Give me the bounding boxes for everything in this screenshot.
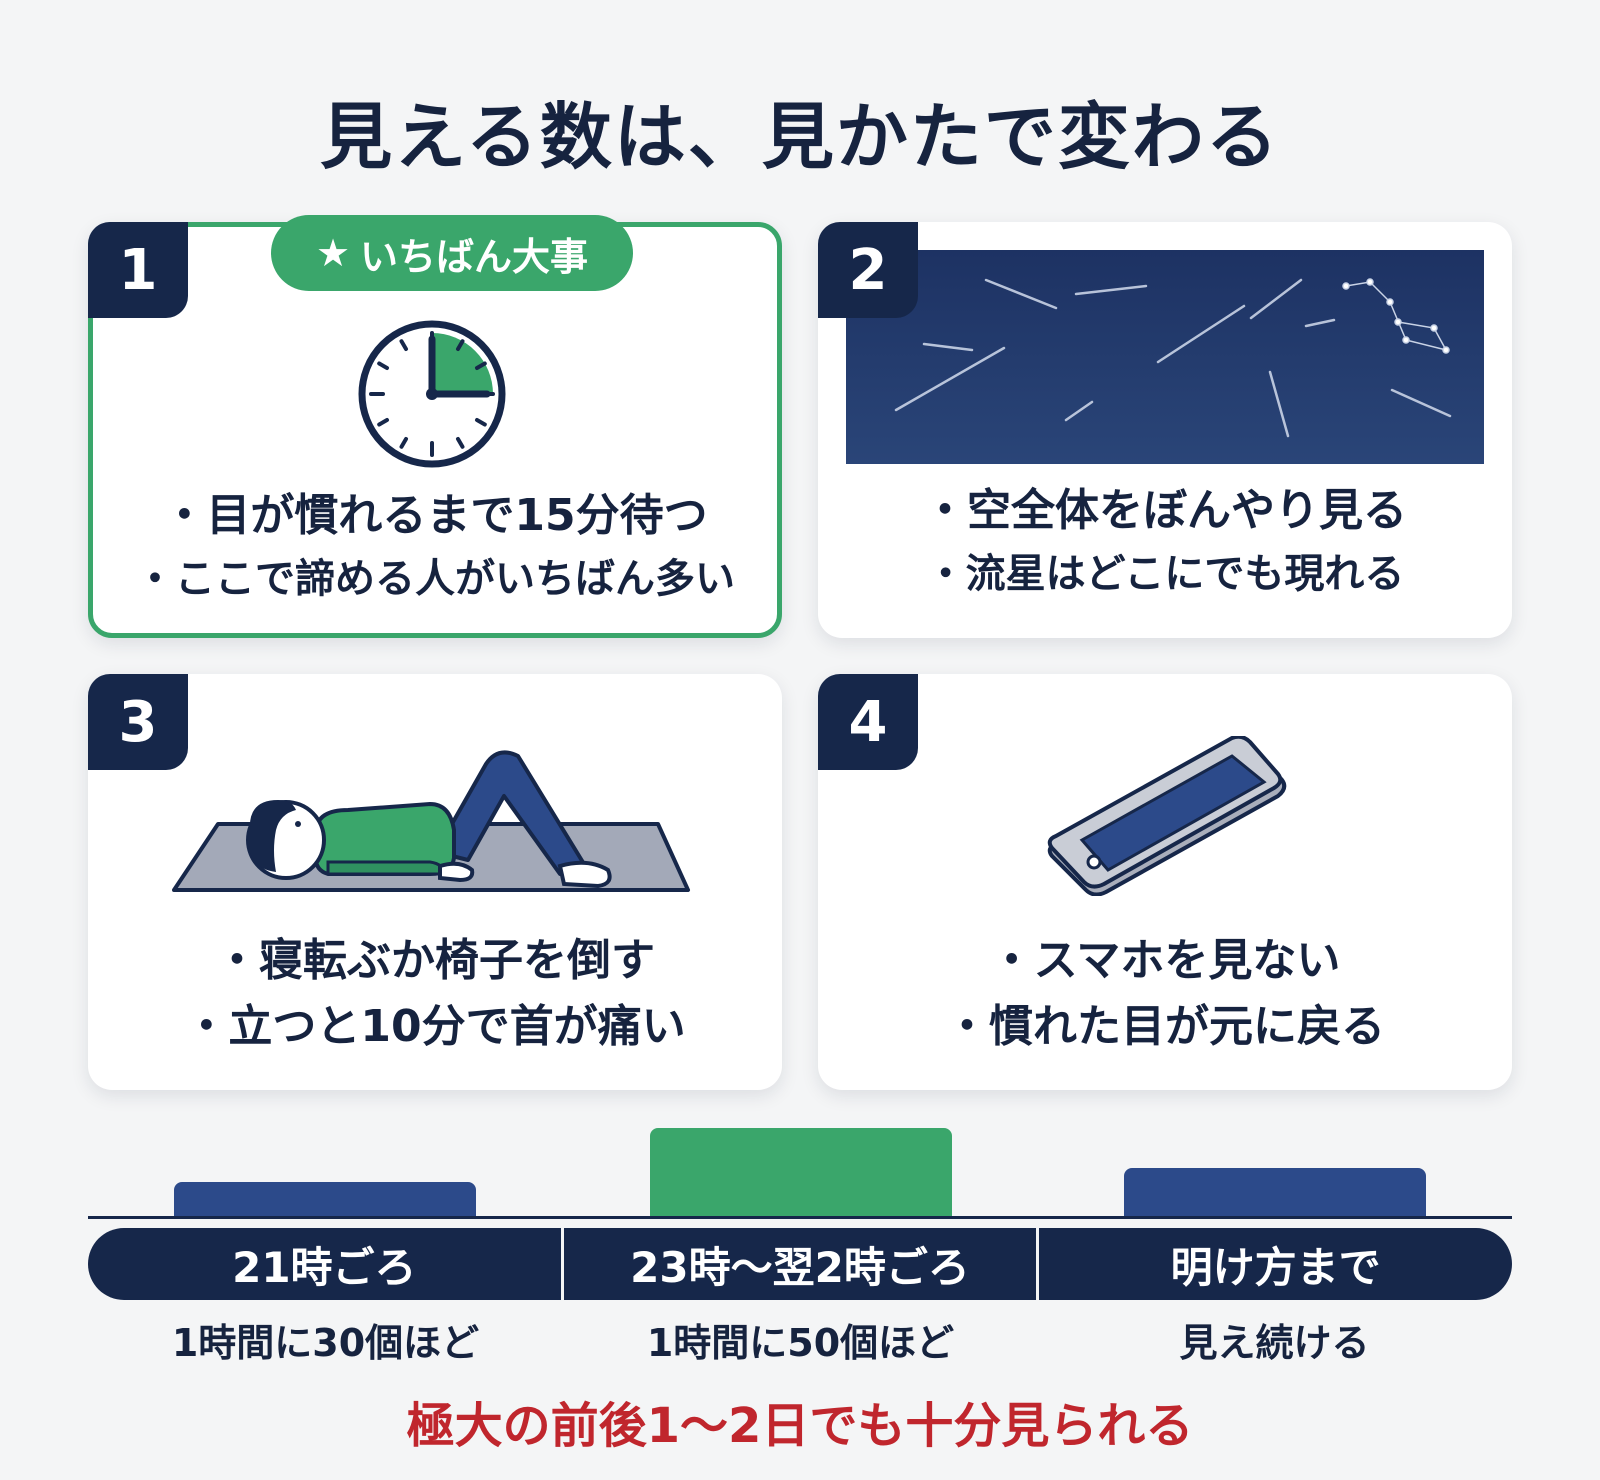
tip-bullets: スマホを見ない 慣れた目が元に戻る: [818, 928, 1512, 1060]
star-icon: ★: [315, 231, 351, 275]
priority-badge: ★ いちばん大事: [271, 215, 633, 291]
timeline-label: 21時ごろ: [232, 1242, 417, 1292]
person-lying-on-mat-image: [172, 750, 690, 892]
page-title: 見える数は、見かたで変わる: [320, 95, 1280, 179]
night-sky-meteors-image: [846, 250, 1484, 464]
tip-bullet: ここで諦める人がいちばん多い: [93, 549, 777, 609]
timeline-rate: 1時間に30個ほど: [171, 1321, 480, 1365]
tip-bullets: 寝転ぶか椅子を倒す 立つと10分で首が痛い: [88, 928, 782, 1060]
tip-bullets: 空全体をぼんやり見る 流星はどこにでも現れる: [818, 478, 1512, 604]
tip-card-4: 4 スマホを見ない 慣れた目が元に戻る: [818, 674, 1512, 1090]
tip-card-1: 1 ★ いちばん大事 目が慣れるまで15分待つ ここで諦める人がいちばん多い: [88, 215, 782, 638]
tip-bullets: 目が慣れるまで15分待つ ここで諦める人がいちばん多い: [93, 483, 777, 609]
tip-bullet: 慣れた目が元に戻る: [818, 994, 1512, 1060]
footnote: 極大の前後1〜2日でも十分見られる: [406, 1398, 1194, 1454]
tip-bullet: 空全体をぼんやり見る: [818, 478, 1512, 544]
tip-card-3: 3 寝転ぶか椅子を倒す 立つと10分で首が痛い: [88, 674, 782, 1090]
smartphone-icon: [1047, 736, 1287, 896]
tip-card-2: 2 空全体をぼんやり見る 流星はどこにでも現れる: [818, 222, 1512, 638]
timeline-bar-1: [174, 1182, 476, 1216]
badge-label: いちばん大事: [360, 234, 589, 279]
timeline-label: 23時〜翌2時ごろ: [560, 1228, 1037, 1300]
timeline-bar-2: [650, 1128, 952, 1216]
tip-bullet: 目が慣れるまで15分待つ: [93, 483, 777, 549]
card-number: 1: [88, 222, 188, 318]
card-number: 2: [818, 222, 918, 318]
tip-bullet: 流星はどこにでも現れる: [818, 544, 1512, 604]
timeline-bar-3: [1124, 1168, 1426, 1216]
tip-bullet: 寝転ぶか椅子を倒す: [88, 928, 782, 994]
timeline-label: 明け方まで: [1036, 1228, 1512, 1300]
timeline-axis: [88, 1216, 1512, 1219]
clock-icon: [358, 320, 506, 468]
card-number: 3: [88, 674, 188, 770]
card-number: 4: [818, 674, 918, 770]
timeline-rate: 1時間に50個ほど: [646, 1321, 955, 1365]
tip-bullet: 立つと10分で首が痛い: [88, 994, 782, 1060]
tip-bullet: スマホを見ない: [818, 928, 1512, 994]
timeline-labels: 21時ごろ 23時〜翌2時ごろ 明け方まで: [88, 1228, 1512, 1300]
timeline-rate: 見え続ける: [1179, 1321, 1370, 1365]
